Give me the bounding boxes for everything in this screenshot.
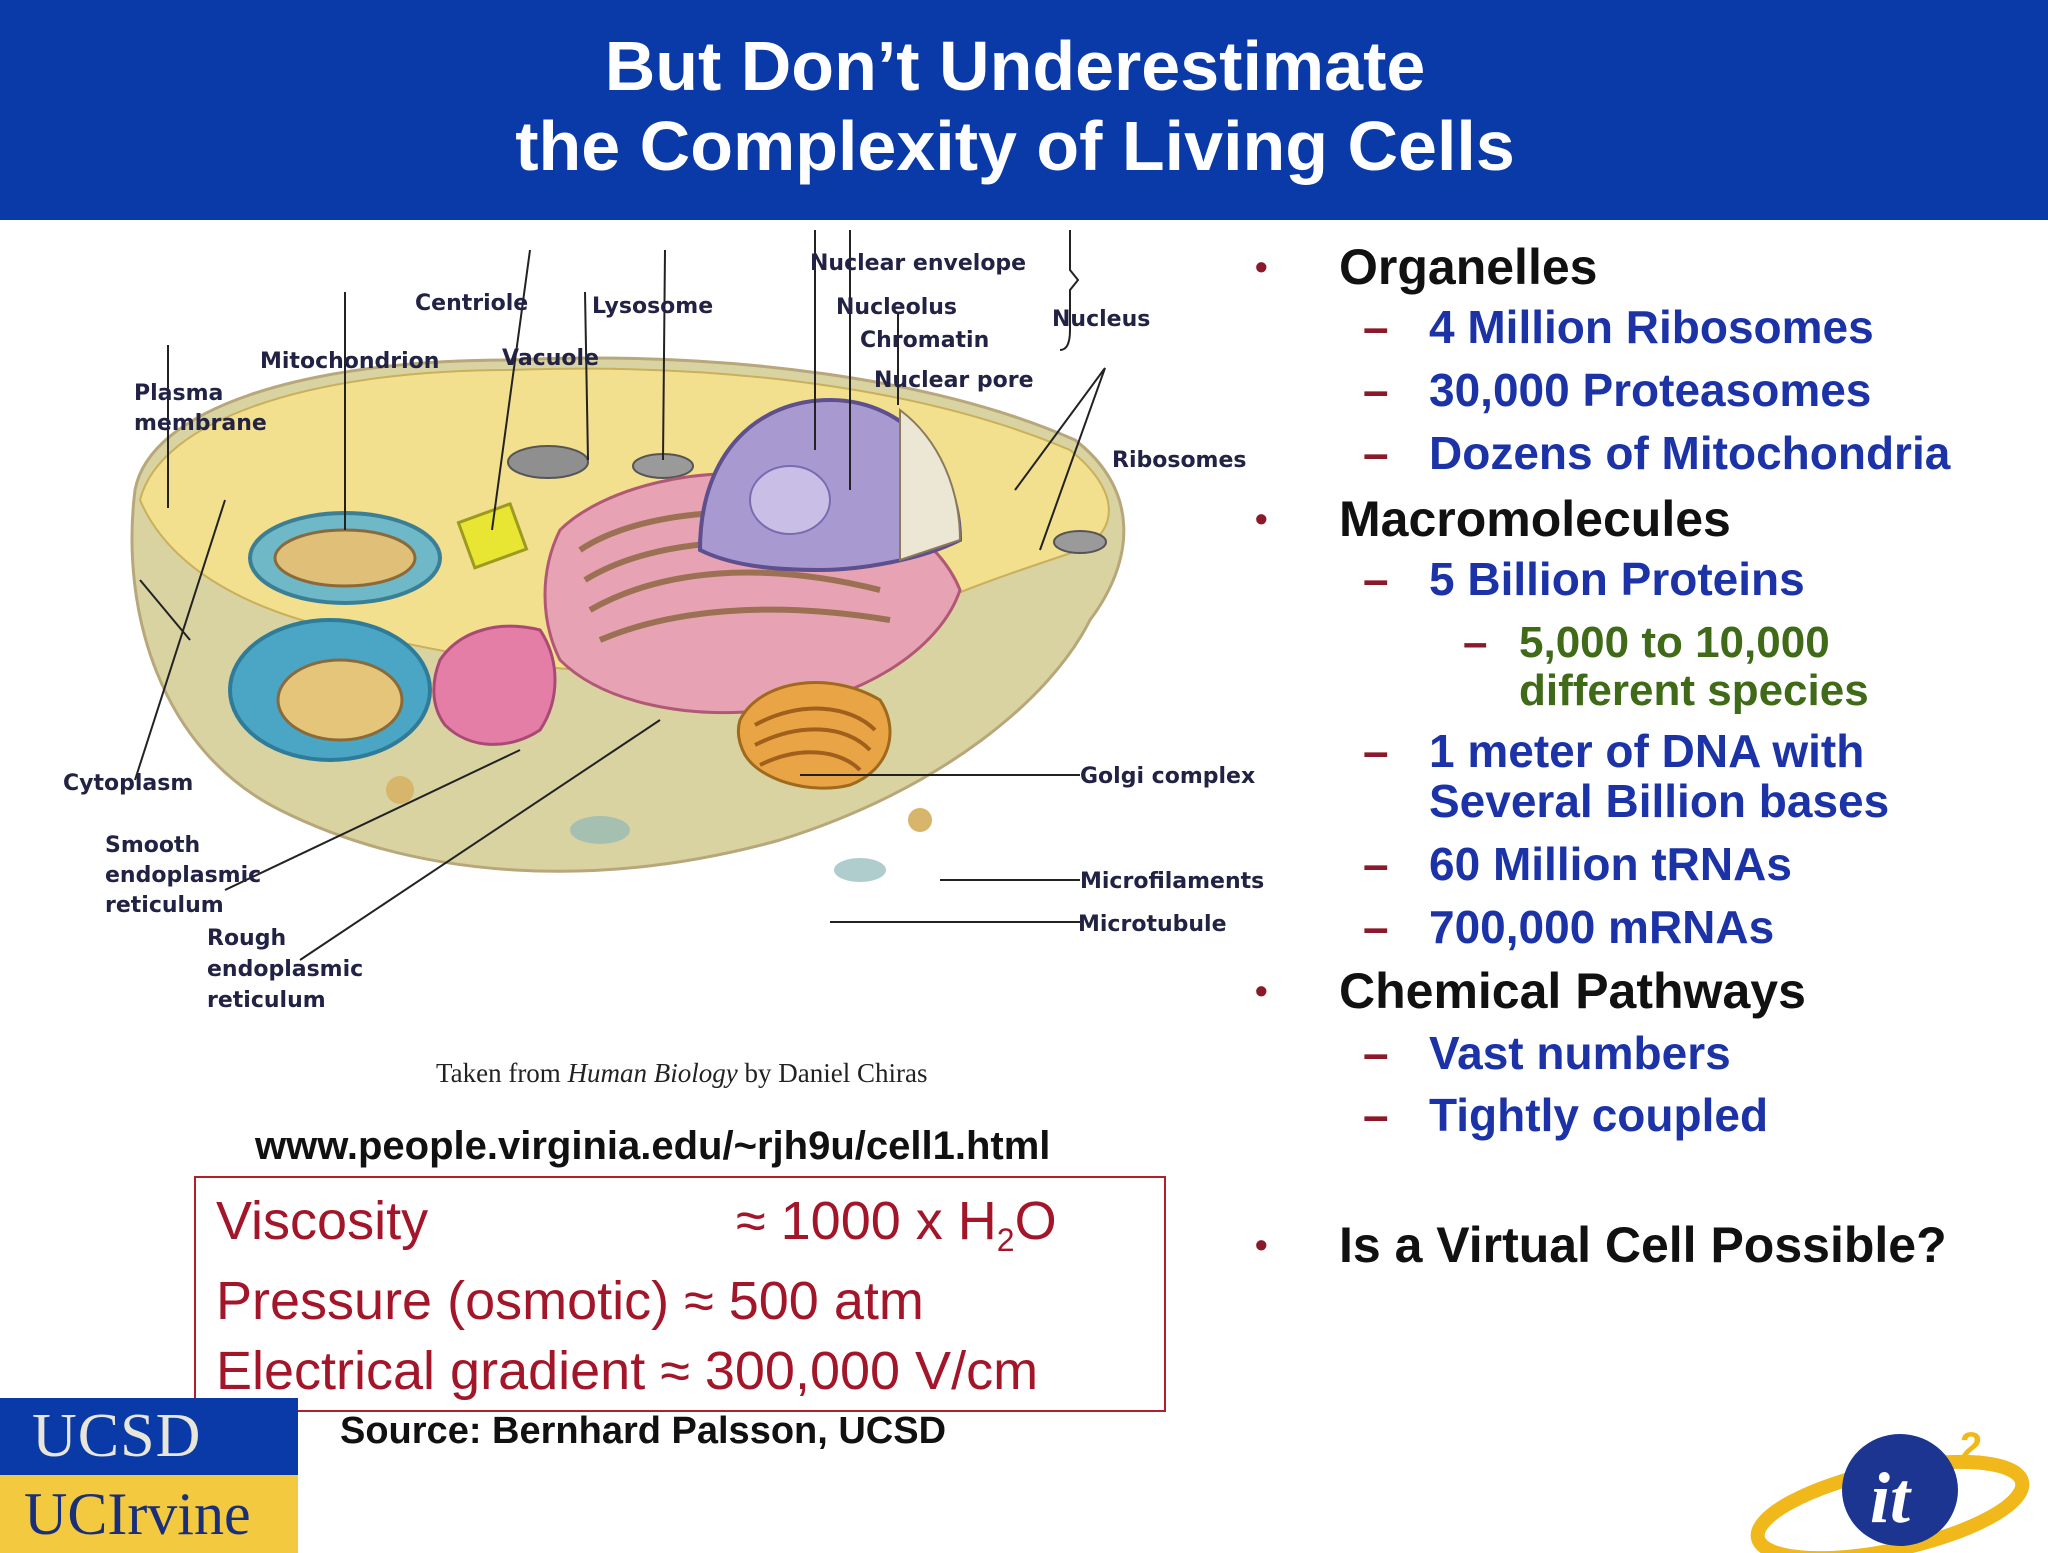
sub-bullet-text: 4 Million Ribosomes <box>1429 301 1874 353</box>
source-credit: Source: Bernhard Palsson, UCSD <box>340 1410 947 1452</box>
sub-bullet-text: 5 Billion Proteins <box>1429 553 1805 605</box>
label-microtubule: Microtubule <box>1078 912 1227 937</box>
label-centriole: Centriole <box>415 291 528 316</box>
label-vacuole: Vacuole <box>502 346 599 371</box>
dash: – <box>1363 553 1389 605</box>
centriole-shape <box>456 501 529 570</box>
dash: – <box>1363 725 1389 777</box>
title-banner: But Don’t Underestimate the Complexity o… <box>0 0 2048 220</box>
image-caption: Taken from Human Biology by Daniel Chira… <box>436 1058 928 1089</box>
sub-bullet-text-continued: Several Billion bases <box>1429 775 1890 827</box>
sub-bullet-text: 60 Million tRNAs <box>1429 838 1792 890</box>
bullet-text: Is a Virtual Cell Possible? <box>1339 1217 1947 1273</box>
nucleolus-shape <box>749 465 831 535</box>
sub-bullet-text: Dozens of Mitochondria <box>1429 427 1951 479</box>
dash: – <box>1363 427 1389 479</box>
electrical-gradient-row: Electrical gradient ≈ 300,000 V/cm <box>216 1341 1039 1401</box>
label-rough-reticulum: reticulum <box>207 988 326 1013</box>
it2-logo-superscript: 2 <box>1960 1425 1982 1469</box>
title-line-1: But Don’t Underestimate <box>604 27 1426 105</box>
smooth-er-shape <box>432 624 557 746</box>
source-url[interactable]: www.people.virginia.edu/~rjh9u/cell1.htm… <box>255 1124 1051 1168</box>
bullet-text: Chemical Pathways <box>1339 963 1806 1019</box>
label-rough-endoplasmic: endoplasmic <box>207 957 363 982</box>
label-cytoplasm: Cytoplasm <box>63 771 193 796</box>
viscosity-row: Viscosity ≈ 1000 x H2O <box>216 1190 1057 1258</box>
sub-bullet-text: 1 meter of DNA with <box>1429 725 1865 777</box>
animal-cell-diagram: Nuclear envelope Centriole Lysosome Nucl… <box>63 230 1264 1013</box>
label-microfilaments: Microfilaments <box>1080 869 1264 894</box>
dash: – <box>1363 1027 1389 1079</box>
bullet-dot: • <box>1255 246 1268 287</box>
viscosity-label: Viscosity <box>216 1191 429 1251</box>
dash: – <box>1463 618 1488 667</box>
golgi-shape <box>736 681 892 790</box>
label-nuclear-envelope: Nuclear envelope <box>810 251 1026 276</box>
vacuole-shape <box>507 445 589 479</box>
it2-logo: it 2 <box>1750 1425 2030 1553</box>
bullet-dot: • <box>1255 498 1268 539</box>
label-chromatin: Chromatin <box>860 328 989 353</box>
label-ribosomes: Ribosomes <box>1112 448 1247 473</box>
ucirvine-logo-text: UCIrvine <box>0 1475 298 1553</box>
label-rough: Rough <box>207 926 286 951</box>
label-plasma: Plasma <box>134 381 223 406</box>
sub-bullet-text: Vast numbers <box>1429 1027 1731 1079</box>
dash: – <box>1363 364 1389 416</box>
bullet-dot: • <box>1255 1224 1268 1265</box>
label-golgi-complex: Golgi complex <box>1080 764 1255 789</box>
title-line-2: the Complexity of Living Cells <box>515 107 1515 185</box>
ucsd-ucirvine-logo: UCSD UCIrvine <box>0 1398 298 1553</box>
dash: – <box>1363 838 1389 890</box>
label-nucleolus: Nucleolus <box>836 295 957 320</box>
label-mitochondrion: Mitochondrion <box>260 349 439 374</box>
ucsd-logo-text: UCSD <box>0 1398 298 1475</box>
pressure-row: Pressure (osmotic) ≈ 500 atm <box>216 1271 924 1331</box>
dash: – <box>1363 301 1389 353</box>
dash: – <box>1363 1089 1389 1141</box>
caption-suffix: by Daniel Chiras <box>737 1058 928 1088</box>
label-nuclear-pore: Nuclear pore <box>874 368 1034 393</box>
viscosity-value-main: ≈ 1000 x H <box>736 1191 997 1251</box>
sub-sub-bullet-text: 5,000 to 10,000 <box>1519 618 1830 667</box>
label-smooth-reticulum: reticulum <box>105 893 224 918</box>
label-smooth: Smooth <box>105 833 200 858</box>
sub-bullet-text: 700,000 mRNAs <box>1429 901 1775 953</box>
sub-bullet-text: Tightly coupled <box>1429 1089 1769 1141</box>
sub-sub-bullet-text-continued: different species <box>1519 666 1869 715</box>
label-lysosome: Lysosome <box>592 294 713 319</box>
viscosity-value-tail: O <box>1014 1191 1057 1251</box>
label-smooth-endoplasmic: endoplasmic <box>105 863 261 888</box>
bullet-dot: • <box>1255 970 1268 1011</box>
label-membrane: membrane <box>134 411 267 436</box>
dash: – <box>1363 901 1389 953</box>
caption-book-title: Human Biology <box>567 1058 738 1088</box>
caption-prefix: Taken from <box>436 1058 568 1088</box>
sub-bullet-text: 30,000 Proteasomes <box>1429 364 1872 416</box>
viscosity-value: ≈ 1000 x H2O <box>736 1190 1057 1259</box>
it2-logo-text: it <box>1870 1458 1912 1538</box>
bullet-text: Organelles <box>1339 239 1598 295</box>
label-nucleus: Nucleus <box>1052 307 1150 332</box>
cell-properties-box: Viscosity ≈ 1000 x H2O Pressure (osmotic… <box>194 1176 1166 1412</box>
bullet-text: Macromolecules <box>1339 491 1731 547</box>
viscosity-value-subscript: 2 <box>996 1221 1015 1258</box>
